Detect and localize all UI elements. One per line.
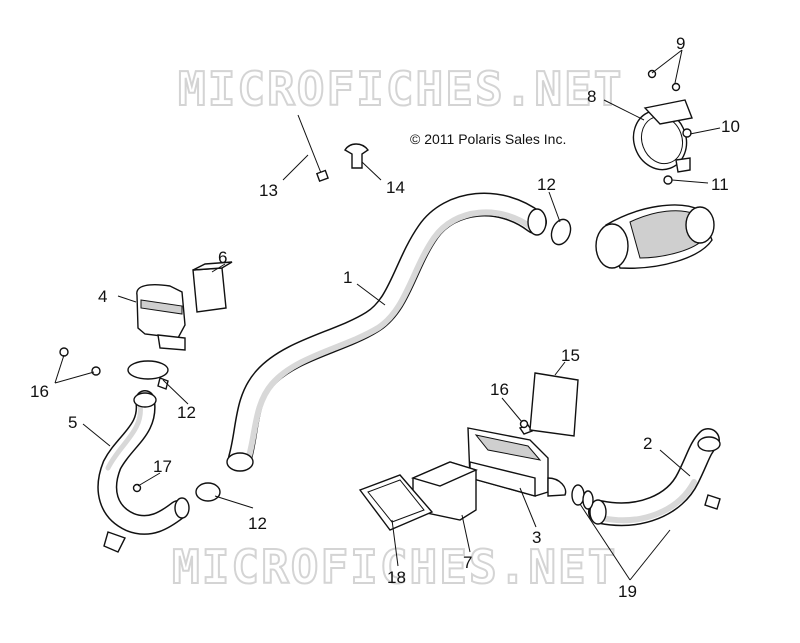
callout-8: 8 [587,87,596,106]
screw-17 [132,483,142,493]
air-cleaner-canister [595,204,715,269]
callout-11: 11 [711,175,729,194]
callout-5: 5 [68,413,77,432]
label-sheet [529,372,579,437]
callout-12-middle: 12 [177,403,196,422]
screw-9b [671,82,681,92]
leader-lines [54,49,721,581]
hose-clamp-top [550,218,572,246]
screw-16c [519,419,529,429]
resonator-box [136,284,186,351]
callout-7: 7 [463,553,472,572]
hose-clamp-duct [127,360,169,390]
callout-12-bottom: 12 [248,514,267,533]
callout-16-left: 16 [30,382,49,401]
callout-14: 14 [386,178,405,197]
callout-13: 13 [259,181,278,200]
nut-11 [663,175,673,185]
watermark-top: MICROFICHES.NET [178,62,623,116]
foam-pad [192,261,233,313]
intake-hose-main [226,192,547,472]
screw-10 [682,128,692,138]
callout-6: 6 [218,248,227,267]
callout-10: 10 [721,117,740,136]
filter-element [410,461,478,521]
intake-duct [97,390,190,553]
callout-9: 9 [676,34,685,53]
air-box [467,424,567,497]
watermark-bottom: MICROFICHES.NET [172,540,617,594]
outlet-hose [588,428,721,527]
screw-16a [59,347,69,357]
mounting-bracket [632,99,693,173]
filter-frame [358,474,434,531]
callout-19: 19 [618,582,637,601]
push-clip [344,143,370,169]
callout-2: 2 [643,434,652,453]
clamp-airbox-right [582,490,594,510]
callout-3: 3 [532,528,541,547]
clamp-airbox-left [571,484,585,506]
callout-4: 4 [98,287,107,306]
callout-1: 1 [343,268,352,287]
callout-16-right: 16 [490,380,509,399]
long-bolt [297,114,329,183]
screw-16b [91,366,101,376]
hose-clamp-lower [195,482,221,502]
callout-17: 17 [153,457,172,476]
callout-18: 18 [387,568,406,587]
copyright-text: © 2011 Polaris Sales Inc. [410,131,566,147]
callout-12-top: 12 [537,175,556,194]
callout-15: 15 [561,346,580,365]
callout-numbers: 1 2 3 4 5 6 7 8 9 10 11 12 12 12 13 14 1… [30,34,740,601]
